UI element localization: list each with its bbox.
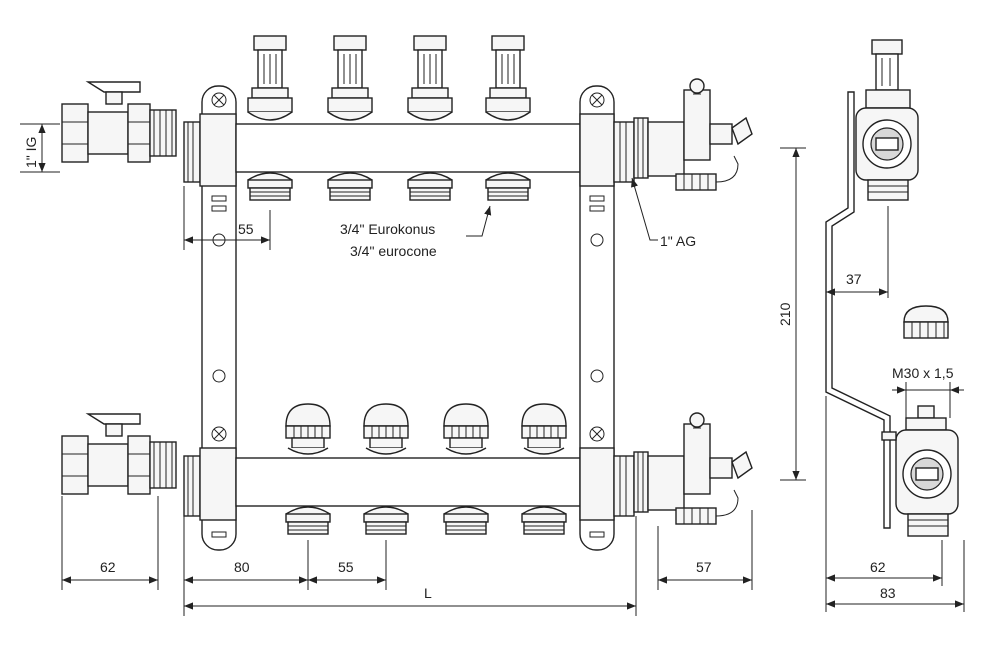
return-bar [183, 447, 635, 521]
end-fitting-bottom [633, 412, 753, 525]
outlet-nipple-top-2 [327, 172, 373, 201]
flowmeter-3 [407, 35, 453, 121]
label-dim-83: 83 [880, 585, 896, 601]
side-view [825, 39, 959, 537]
outlet-nipple-top-4 [485, 172, 531, 201]
flowmeter-1 [247, 35, 293, 121]
label-thread-m30: M30 x 1,5 [892, 365, 954, 381]
label-dim-80: 80 [234, 559, 250, 575]
outlet-nipple-bottom-1 [285, 506, 331, 535]
ball-valve-bottom [61, 413, 177, 495]
flowmeter-4 [485, 35, 531, 121]
valve-cap-4 [521, 403, 567, 455]
outlet-nipple-top-1 [247, 172, 293, 201]
label-dim-37: 37 [846, 271, 862, 287]
label-dim-57: 57 [696, 559, 712, 575]
outlet-nipple-top-3 [407, 172, 453, 201]
label-1in-ag: 1" AG [660, 233, 696, 249]
front-view [61, 35, 753, 551]
label-dim-62-right: 62 [870, 559, 886, 575]
outlet-nipple-bottom-4 [521, 506, 567, 535]
valve-cap-2 [363, 403, 409, 455]
mounting-bracket-left [201, 85, 237, 551]
supply-bar [183, 113, 635, 187]
mounting-bracket-right [579, 85, 615, 551]
ball-valve-top [61, 81, 177, 163]
dimension-lines [20, 123, 965, 616]
label-eurokonus: 3/4" Eurokonus [340, 221, 435, 237]
label-dim-L: L [424, 585, 432, 601]
end-fitting-top [633, 78, 753, 191]
label-1in-ig: 1" IG [23, 137, 39, 168]
label-eurocone: 3/4" eurocone [350, 243, 437, 259]
spare-cap [903, 305, 949, 339]
outlet-nipple-bottom-3 [443, 506, 489, 535]
label-dim-62-left: 62 [100, 559, 116, 575]
valve-cap-1 [285, 403, 331, 455]
label-dim-55-top: 55 [238, 221, 254, 237]
flowmeter-2 [327, 35, 373, 121]
side-bracket [825, 91, 891, 529]
label-dim-55-bottom: 55 [338, 559, 354, 575]
label-dim-210: 210 [777, 302, 793, 326]
outlet-nipple-bottom-2 [363, 506, 409, 535]
valve-cap-3 [443, 403, 489, 455]
annotation-labels: 1" IG 55 3/4" Eurokonus 3/4" eurocone 1"… [23, 137, 954, 601]
